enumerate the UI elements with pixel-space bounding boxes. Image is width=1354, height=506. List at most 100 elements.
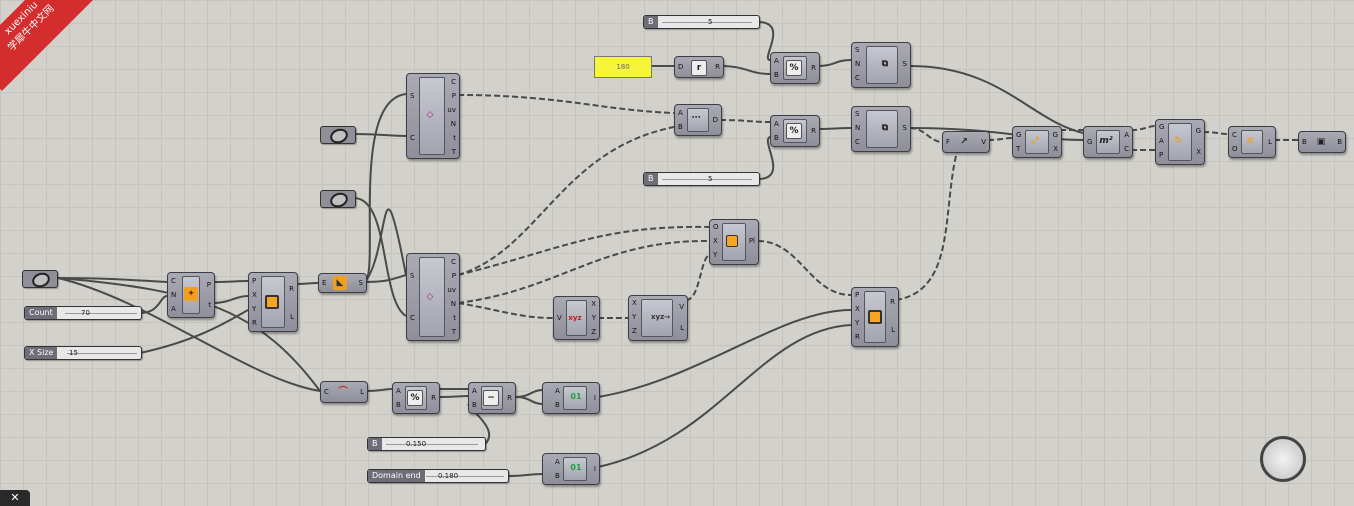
curve-param-1[interactable]: [22, 270, 58, 290]
output-port[interactable]: I: [593, 465, 596, 473]
output-port[interactable]: S: [902, 60, 907, 68]
remap-component-a[interactable]: A B I 01: [542, 382, 600, 414]
input-port[interactable]: C: [171, 277, 176, 285]
output-port[interactable]: P: [206, 281, 211, 289]
input-port[interactable]: E: [322, 279, 327, 287]
b-slider-low[interactable]: B 0.150: [367, 437, 486, 451]
brep-param[interactable]: B B ▣: [1298, 131, 1346, 153]
input-port[interactable]: G: [1016, 131, 1022, 139]
output-port[interactable]: C: [451, 258, 456, 266]
evaluate-surface-top[interactable]: S C C P uv N t T ◇: [406, 73, 460, 159]
input-port[interactable]: N: [855, 124, 861, 132]
output-port[interactable]: L: [891, 326, 895, 334]
output-port[interactable]: t: [208, 301, 211, 309]
output-port[interactable]: L: [680, 324, 684, 332]
output-port[interactable]: R: [811, 127, 816, 135]
input-port[interactable]: C: [855, 138, 860, 146]
input-port[interactable]: C: [324, 388, 329, 396]
input-port[interactable]: D: [678, 63, 684, 71]
division-component-a[interactable]: A B R %: [392, 382, 440, 414]
input-port[interactable]: X: [855, 305, 860, 313]
output-port[interactable]: A: [1124, 131, 1129, 139]
input-port[interactable]: O: [1232, 145, 1238, 153]
input-port[interactable]: N: [855, 60, 861, 68]
subtraction-component[interactable]: A B R −: [468, 382, 516, 414]
output-port[interactable]: Z: [591, 328, 596, 336]
evaluate-surface-bottom[interactable]: S C C P uv N t T ◇: [406, 253, 460, 341]
unit-z-component[interactable]: F V ↗: [942, 131, 990, 153]
rectangle-component-b[interactable]: P X Y R R L: [851, 287, 899, 347]
output-port[interactable]: C: [451, 78, 456, 86]
output-port[interactable]: G: [1052, 131, 1058, 139]
output-port[interactable]: t: [453, 134, 456, 142]
input-port[interactable]: S: [410, 92, 415, 100]
count-slider[interactable]: Count 70: [24, 306, 142, 320]
area-component[interactable]: G A C m²: [1083, 126, 1133, 158]
output-port[interactable]: t: [453, 314, 456, 322]
rectangle-component-a[interactable]: P X Y R R L: [248, 272, 298, 332]
input-port[interactable]: B: [774, 134, 779, 142]
deconstruct-vector-component[interactable]: V X Y Z xyz: [553, 296, 600, 340]
output-port[interactable]: B: [1337, 138, 1342, 146]
output-port[interactable]: C: [1124, 145, 1129, 153]
input-port[interactable]: A: [171, 305, 176, 313]
input-port[interactable]: S: [410, 272, 415, 280]
b-slider-top[interactable]: B 5: [643, 15, 760, 29]
input-port[interactable]: R: [252, 319, 257, 327]
input-port[interactable]: Z: [632, 327, 637, 335]
input-port[interactable]: P: [1159, 151, 1164, 159]
close-icon[interactable]: ✕: [0, 490, 30, 506]
output-port[interactable]: S: [902, 124, 907, 132]
input-port[interactable]: T: [1016, 145, 1021, 153]
move-component[interactable]: G T G X ⤢: [1012, 126, 1062, 158]
input-port[interactable]: X: [252, 291, 257, 299]
division-component-mid[interactable]: A B R %: [770, 115, 820, 147]
input-port[interactable]: B: [1302, 138, 1307, 146]
output-port[interactable]: Pl: [748, 237, 755, 245]
output-port[interactable]: Y: [591, 314, 596, 322]
input-port[interactable]: A: [678, 109, 683, 117]
input-port[interactable]: F: [946, 138, 951, 146]
output-port[interactable]: V: [981, 138, 986, 146]
input-port[interactable]: X: [632, 299, 637, 307]
input-port[interactable]: A: [1159, 137, 1164, 145]
input-port[interactable]: P: [855, 291, 860, 299]
plane-component[interactable]: O X Y Pl: [709, 219, 759, 265]
input-port[interactable]: B: [555, 401, 560, 409]
input-port[interactable]: C: [1232, 131, 1237, 139]
loft-component[interactable]: C O L ≋: [1228, 126, 1276, 158]
input-port[interactable]: A: [396, 387, 401, 395]
input-port[interactable]: A: [472, 387, 477, 395]
rotate-component[interactable]: G A P G X ↻: [1155, 119, 1205, 165]
input-port[interactable]: C: [410, 134, 415, 142]
output-port[interactable]: L: [1268, 138, 1272, 146]
output-port[interactable]: D: [712, 116, 718, 124]
output-port[interactable]: G: [1195, 127, 1201, 135]
input-port[interactable]: Y: [713, 251, 718, 259]
input-port[interactable]: G: [1087, 138, 1093, 146]
output-port[interactable]: I: [593, 394, 596, 402]
output-port[interactable]: X: [1053, 145, 1058, 153]
output-port[interactable]: P: [451, 92, 456, 100]
output-port[interactable]: P: [451, 272, 456, 280]
input-port[interactable]: N: [171, 291, 177, 299]
input-port[interactable]: Y: [252, 305, 257, 313]
extrude-component[interactable]: E S ◣: [318, 273, 367, 293]
input-port[interactable]: S: [855, 46, 860, 54]
input-port[interactable]: P: [252, 277, 257, 285]
curve-param-2[interactable]: [320, 126, 356, 146]
input-port[interactable]: B: [472, 401, 477, 409]
input-port[interactable]: C: [410, 314, 415, 322]
input-port[interactable]: A: [555, 387, 560, 395]
output-port[interactable]: R: [715, 63, 720, 71]
input-port[interactable]: Y: [632, 313, 637, 321]
divide-curve-component[interactable]: C N A P t ✦: [167, 272, 215, 318]
remap-component-b[interactable]: A B I 01: [542, 453, 600, 485]
output-port[interactable]: uv: [447, 106, 456, 114]
input-port[interactable]: O: [713, 223, 719, 231]
input-port[interactable]: B: [555, 472, 560, 480]
output-port[interactable]: R: [811, 64, 816, 72]
domain-end-slider[interactable]: Domain end 0.180: [367, 469, 509, 483]
output-port[interactable]: N: [450, 120, 456, 128]
construct-vector-component[interactable]: X Y Z V L xyz→: [628, 295, 688, 341]
